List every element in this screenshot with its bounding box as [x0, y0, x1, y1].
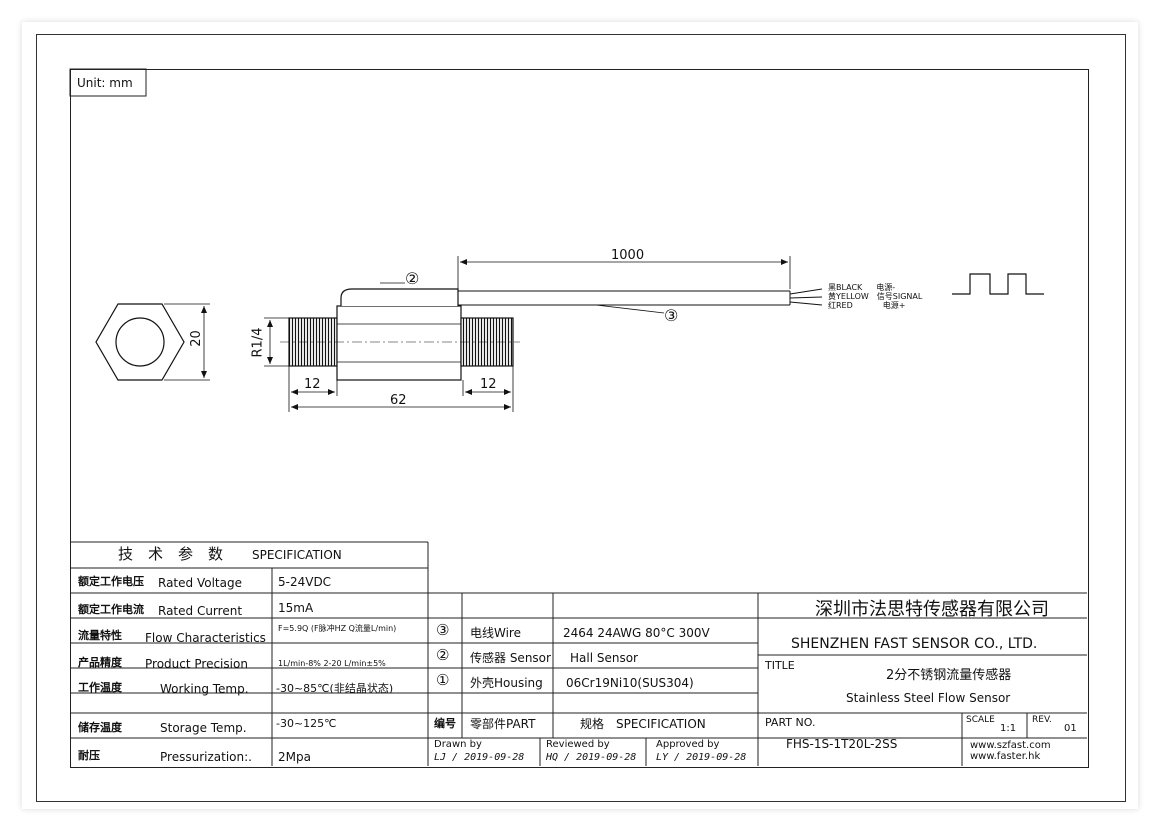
spec-row-cn: 额定工作电流 [78, 603, 144, 616]
unit-label: Unit: mm [77, 76, 133, 90]
approved-by-value: LY / 2019-09-28 [656, 752, 747, 763]
rev-value: 01 [1064, 723, 1077, 734]
part-name: 电线Wire [470, 626, 521, 640]
drawing-sheet [22, 22, 1138, 809]
part-no-label: PART NO. [765, 716, 816, 729]
approved-by-label: Approved by [656, 739, 720, 750]
part-num: ③ [436, 621, 450, 639]
rev-label: REV. [1032, 715, 1052, 725]
scale-value: 1:1 [1000, 723, 1017, 734]
spec-row-value: -30~85℃(非结晶状态) [276, 682, 394, 695]
parts-header-part: 零部件PART [470, 717, 536, 731]
spec-header-en: SPECIFICATION [252, 548, 342, 562]
spec-row-cn: 额定工作电压 [78, 575, 144, 588]
spec-row-value: -30~125℃ [276, 717, 337, 730]
website-secondary: www.faster.hk [970, 751, 1041, 762]
part-spec: 06Cr19Ni10(SUS304) [566, 676, 694, 690]
spec-row-cn: 工作温度 [78, 681, 122, 694]
scale-label: SCALE [966, 715, 995, 725]
spec-row-value: 1L/min-8% 2-20 L/min±5% [278, 659, 386, 668]
drawn-by-value: LJ / 2019-09-28 [434, 752, 525, 763]
outer-frame [36, 34, 1126, 802]
parts-header-num: 编号 [434, 717, 456, 730]
spec-row-value: 5-24VDC [278, 575, 332, 589]
spec-row-cn: 产品精度 [78, 656, 122, 669]
title-cn: 2分不锈钢流量传感器 [886, 668, 1012, 683]
spec-table-grid [70, 541, 1087, 766]
unit-box [69, 68, 147, 97]
part-num: ① [436, 671, 450, 689]
inner-frame [70, 69, 1089, 768]
reviewed-by-label: Reviewed by [546, 739, 610, 750]
drawn-by-label: Drawn by [434, 739, 482, 750]
dim-thread-right: 12 [480, 377, 497, 392]
spec-row-en: Storage Temp. [160, 721, 247, 735]
callout-sensor: ② [405, 269, 420, 288]
parts-header-spec: 规格 SPECIFICATION [580, 717, 706, 731]
website-primary: www.szfast.com [970, 740, 1051, 751]
thread-label: R1/4 [250, 327, 266, 358]
part-spec: 2464 24AWG 80°C 300V [563, 626, 710, 640]
spec-row-cn: 储存温度 [78, 721, 122, 734]
dim-thread-left: 12 [304, 377, 321, 392]
dimensions [264, 256, 791, 412]
spec-row-en: Rated Voltage [158, 576, 242, 590]
title-en: Stainless Steel Flow Sensor [846, 691, 1011, 705]
spec-header-cn: 技 术 参 数 [118, 545, 224, 563]
reviewed-by-value: HQ / 2019-09-28 [546, 752, 637, 763]
spec-row-cn: 耐压 [78, 749, 100, 762]
hex-dimension-label: 20 [188, 330, 204, 347]
part-spec: Hall Sensor [570, 651, 638, 665]
part-name: 传感器 Sensor [470, 651, 551, 665]
part-no-value: FHS-1S-1T20L-2SS [786, 737, 898, 751]
spec-row-en: Working Temp. [160, 682, 249, 696]
spec-row-en: Product Precision [145, 657, 248, 671]
spec-row-en: Rated Current [158, 604, 243, 618]
spec-row-value: 15mA [278, 601, 314, 615]
spec-row-cn: 流量特性 [78, 629, 122, 642]
spec-row-value: F=5.9Q (F脉冲HZ Q流量L/min) [278, 624, 397, 633]
spec-row-value: 2Mpa [278, 750, 311, 764]
dim-cable-length: 1000 [611, 248, 645, 263]
spec-row-en: Flow Characteristics [145, 631, 266, 645]
part-num: ② [436, 646, 450, 664]
signal-waveform [952, 273, 1044, 295]
dim-total-length: 62 [390, 393, 407, 408]
sensor-side-view [280, 288, 823, 381]
callout-wire: ③ [664, 306, 679, 325]
company-name-cn: 深圳市法思特传感器有限公司 [815, 599, 1049, 620]
part-name: 外壳Housing [470, 676, 543, 690]
company-name-en: SHENZHEN FAST SENSOR CO., LTD. [791, 636, 1038, 652]
title-label: TITLE [765, 659, 795, 672]
hex-nut-view [95, 303, 210, 381]
spec-row-en: Pressurization:. [160, 750, 252, 764]
